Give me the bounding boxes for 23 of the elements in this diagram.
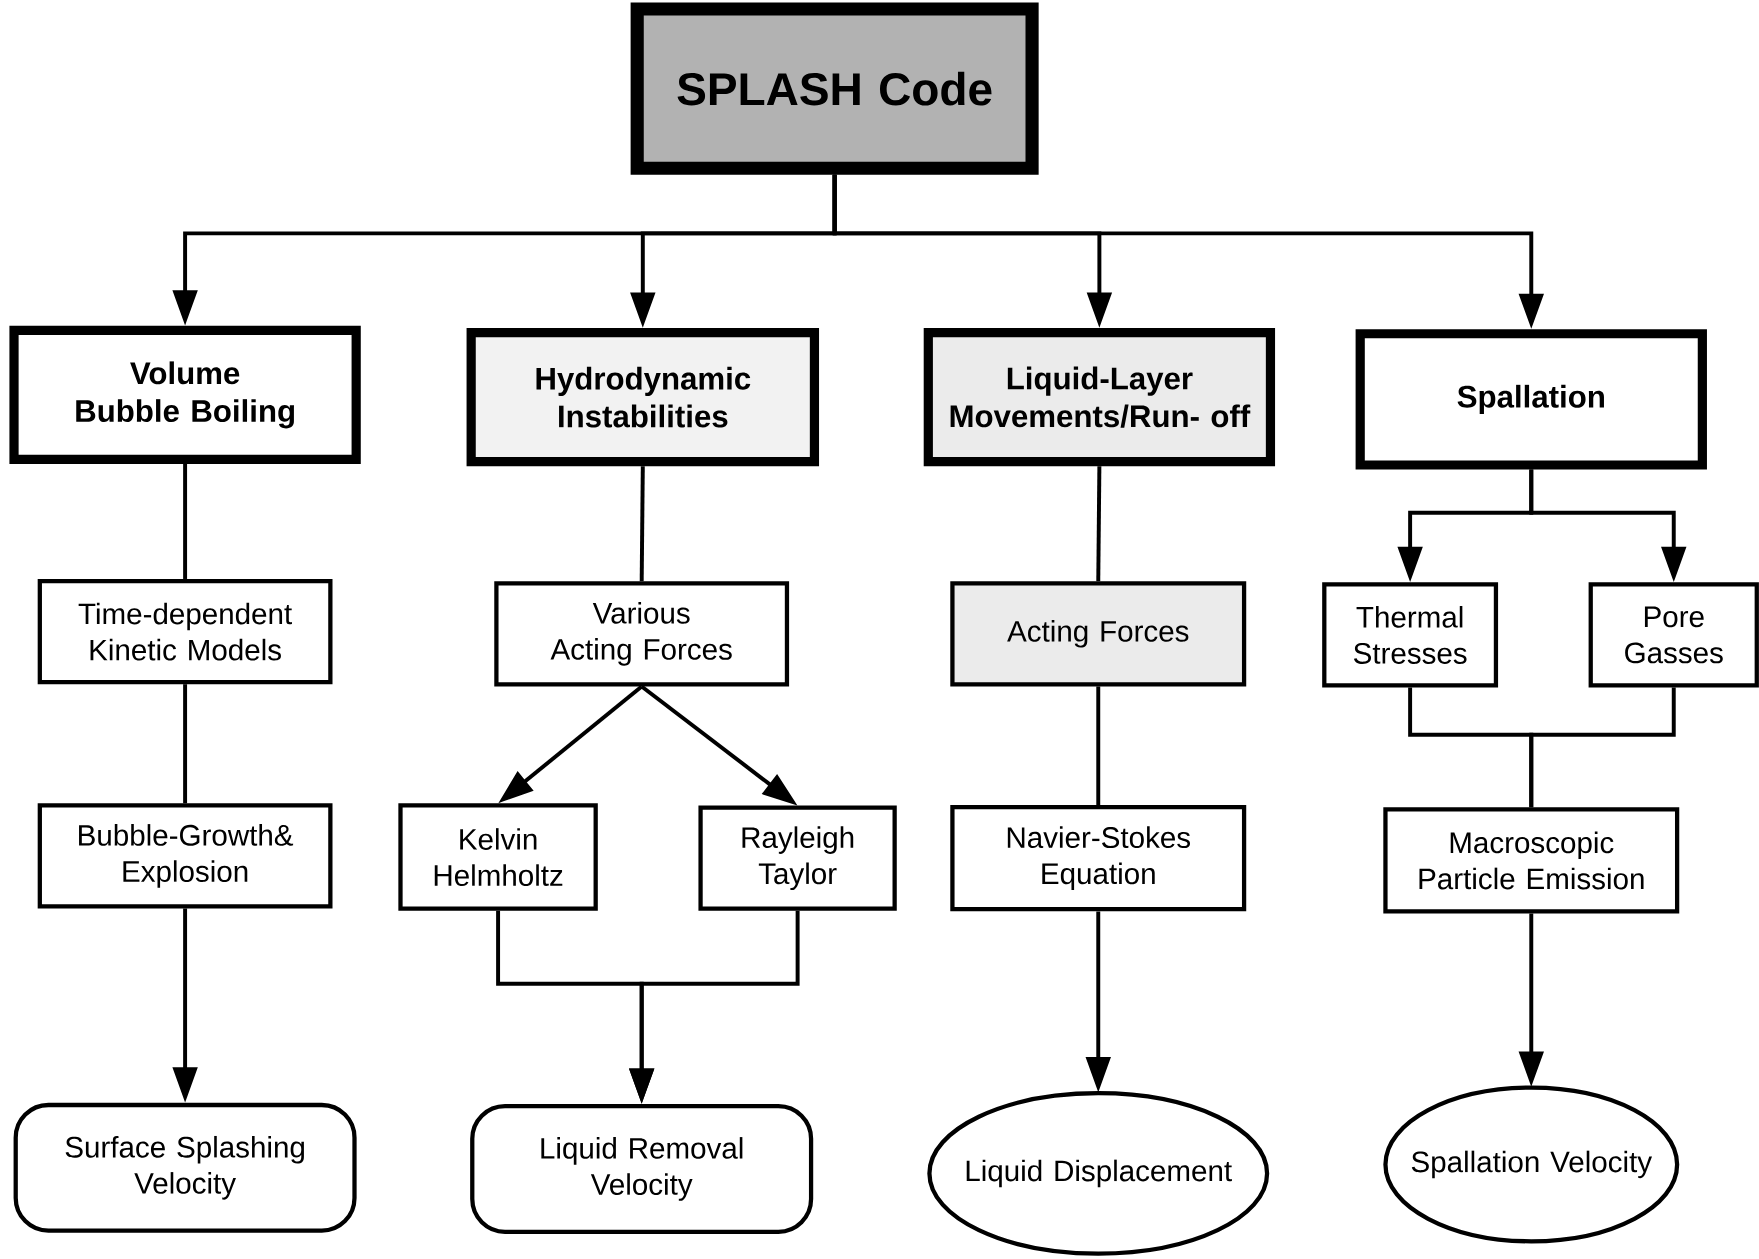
connector-line (639, 466, 645, 582)
process-box: Thermal Stresses (1322, 582, 1499, 688)
process-box: Pore Gasses (1588, 582, 1759, 688)
process-box: Various Acting Forces (494, 581, 790, 687)
title-box: SPLASH Code (630, 2, 1039, 175)
process-box: Time-dependent Kinetic Models (37, 579, 333, 685)
result-box: Surface Splashing Velocity (13, 1103, 357, 1233)
connector-line (1096, 686, 1101, 806)
process-box: Macroscopic Particle Emission (1383, 807, 1680, 914)
connector-line (1529, 687, 1676, 808)
process-box: Rayleigh Taylor (698, 805, 897, 911)
process-box: Bubble-Growth& Explosion (37, 803, 333, 909)
connector-line (183, 464, 188, 580)
connector-line (1096, 466, 1102, 582)
category-box: Volume Bubble Boiling (9, 325, 361, 465)
result-box: Liquid Removal Velocity (470, 1104, 814, 1235)
category-box: Hydrodynamic Instabilities (466, 328, 820, 467)
process-box: Kelvin Helmholtz (398, 803, 598, 911)
category-box: Liquid-Layer Movements/Run- off (923, 328, 1276, 467)
process-box: Acting Forces (950, 581, 1247, 687)
category-box: Spallation (1355, 329, 1707, 470)
process-box: Navier-Stokes Equation (950, 805, 1247, 912)
connector-line (183, 684, 188, 804)
